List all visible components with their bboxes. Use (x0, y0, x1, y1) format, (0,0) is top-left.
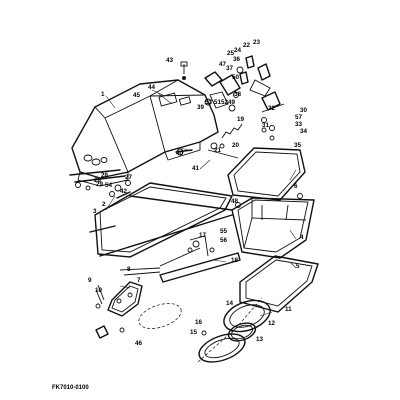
callout-8: 8 (127, 266, 131, 273)
callout-12: 12 (268, 320, 276, 327)
callout-4: 4 (300, 234, 304, 241)
callout-40: 40 (176, 150, 184, 157)
callout-30: 30 (300, 107, 308, 114)
cover-plate-and-ring (197, 297, 271, 363)
callout-23: 23 (253, 39, 261, 46)
callout-45: 45 (133, 92, 141, 99)
callout-27: 27 (125, 174, 133, 181)
callout-42: 42 (120, 188, 128, 195)
callout-38: 38 (234, 91, 242, 98)
callout-10: 10 (95, 287, 103, 294)
callout-55: 55 (220, 228, 228, 235)
storage-box (231, 193, 315, 259)
hood-latch-parts (175, 55, 285, 159)
callout-29: 29 (96, 181, 104, 188)
callout-24: 24 (234, 47, 242, 54)
tray-plate (227, 147, 306, 201)
callout-46: 46 (135, 340, 143, 347)
callout-19: 19 (237, 116, 245, 123)
callout-17: 17 (199, 232, 207, 239)
callout-28: 28 (101, 172, 109, 179)
callout-35: 35 (294, 142, 302, 149)
callout-44: 44 (148, 84, 156, 91)
callout-33: 33 (295, 121, 303, 128)
figure-code: FK7010-0100 (52, 385, 89, 391)
callout-5: 5 (296, 263, 300, 270)
callout-31: 31 (262, 122, 270, 129)
callout-34: 34 (300, 128, 308, 135)
callout-56: 56 (220, 237, 228, 244)
callout-18: 18 (231, 257, 239, 264)
callout-6: 6 (294, 183, 298, 190)
callout-9: 9 (88, 277, 92, 284)
callout-52: 52 (221, 99, 229, 106)
callout-labels: 1 2 3 4 5 6 7 8 9 10 11 12 13 14 15 16 1… (88, 39, 308, 347)
callout-25: 25 (227, 50, 235, 57)
bracket-7 (95, 281, 143, 339)
hood-cover (71, 79, 219, 187)
callout-21: 21 (214, 147, 222, 154)
callout-51: 51 (214, 99, 222, 106)
callout-1: 1 (101, 91, 105, 98)
callout-47: 47 (219, 61, 227, 68)
gasket-plate (239, 255, 319, 313)
callout-41: 41 (192, 165, 200, 172)
callout-54: 54 (105, 182, 113, 189)
callout-48: 48 (231, 198, 239, 205)
callout-53: 53 (205, 99, 213, 106)
callout-43: 43 (166, 57, 174, 64)
callout-36: 36 (233, 56, 241, 63)
callout-3: 3 (93, 208, 97, 215)
callout-57: 57 (295, 114, 303, 121)
bar-parts (69, 169, 131, 233)
seal-frame (94, 182, 233, 258)
callout-50: 50 (232, 74, 240, 81)
rail-18 (119, 235, 241, 283)
oval-dash-cover (138, 303, 182, 329)
callout-11: 11 (285, 306, 292, 313)
callout-49: 49 (228, 99, 236, 106)
callout-2: 2 (102, 201, 106, 208)
callout-26: 26 (94, 177, 102, 184)
leader-lines (105, 89, 297, 317)
callout-15: 15 (190, 329, 198, 336)
callout-16: 16 (195, 319, 203, 326)
long-bar (99, 195, 233, 267)
callout-14: 14 (226, 300, 234, 307)
callout-37: 37 (226, 65, 234, 72)
callout-13: 13 (256, 336, 264, 343)
callout-7: 7 (137, 277, 141, 284)
callout-32: 32 (268, 105, 276, 112)
callout-22: 22 (243, 42, 251, 49)
callout-39: 39 (197, 104, 205, 111)
callout-20: 20 (232, 142, 240, 149)
